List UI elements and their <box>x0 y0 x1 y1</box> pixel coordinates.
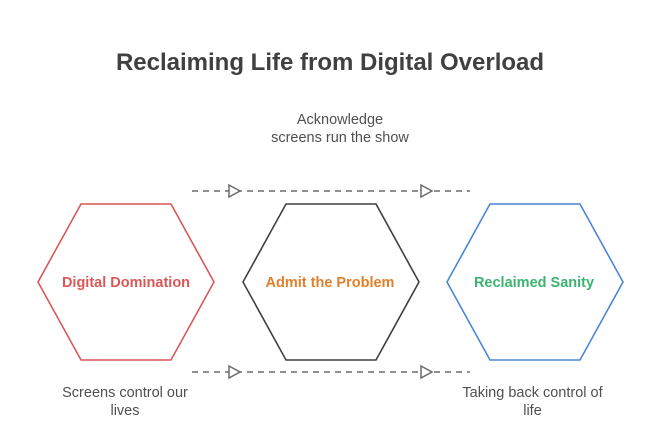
note-top: Acknowledge screens run the show <box>271 112 409 146</box>
hexagon-shape <box>242 203 420 361</box>
stage-label: Reclaimed Sanity <box>474 275 594 291</box>
stage-digital-domination: Digital Domination <box>37 203 215 361</box>
top-connector <box>192 183 470 199</box>
note-bottom-right: Taking back control of life <box>462 385 603 419</box>
stage-label: Admit the Problem <box>266 275 395 291</box>
stage-admit-the-problem: Admit the Problem <box>242 203 420 361</box>
bottom-arrow-2-icon <box>420 364 434 380</box>
top-arrow-2-icon <box>420 183 434 199</box>
stage-label: Digital Domination <box>62 275 190 291</box>
note-bottom-left: Screens control our lives <box>62 385 188 419</box>
hexagon-shape <box>446 203 624 361</box>
bottom-connector <box>192 364 470 380</box>
diagram-title: Reclaiming Life from Digital Overload <box>115 49 545 76</box>
bottom-arrow-1-icon <box>228 364 242 380</box>
hexagon-shape <box>37 203 215 361</box>
stage-reclaimed-sanity: Reclaimed Sanity <box>446 203 624 361</box>
top-arrow-1-icon <box>228 183 242 199</box>
